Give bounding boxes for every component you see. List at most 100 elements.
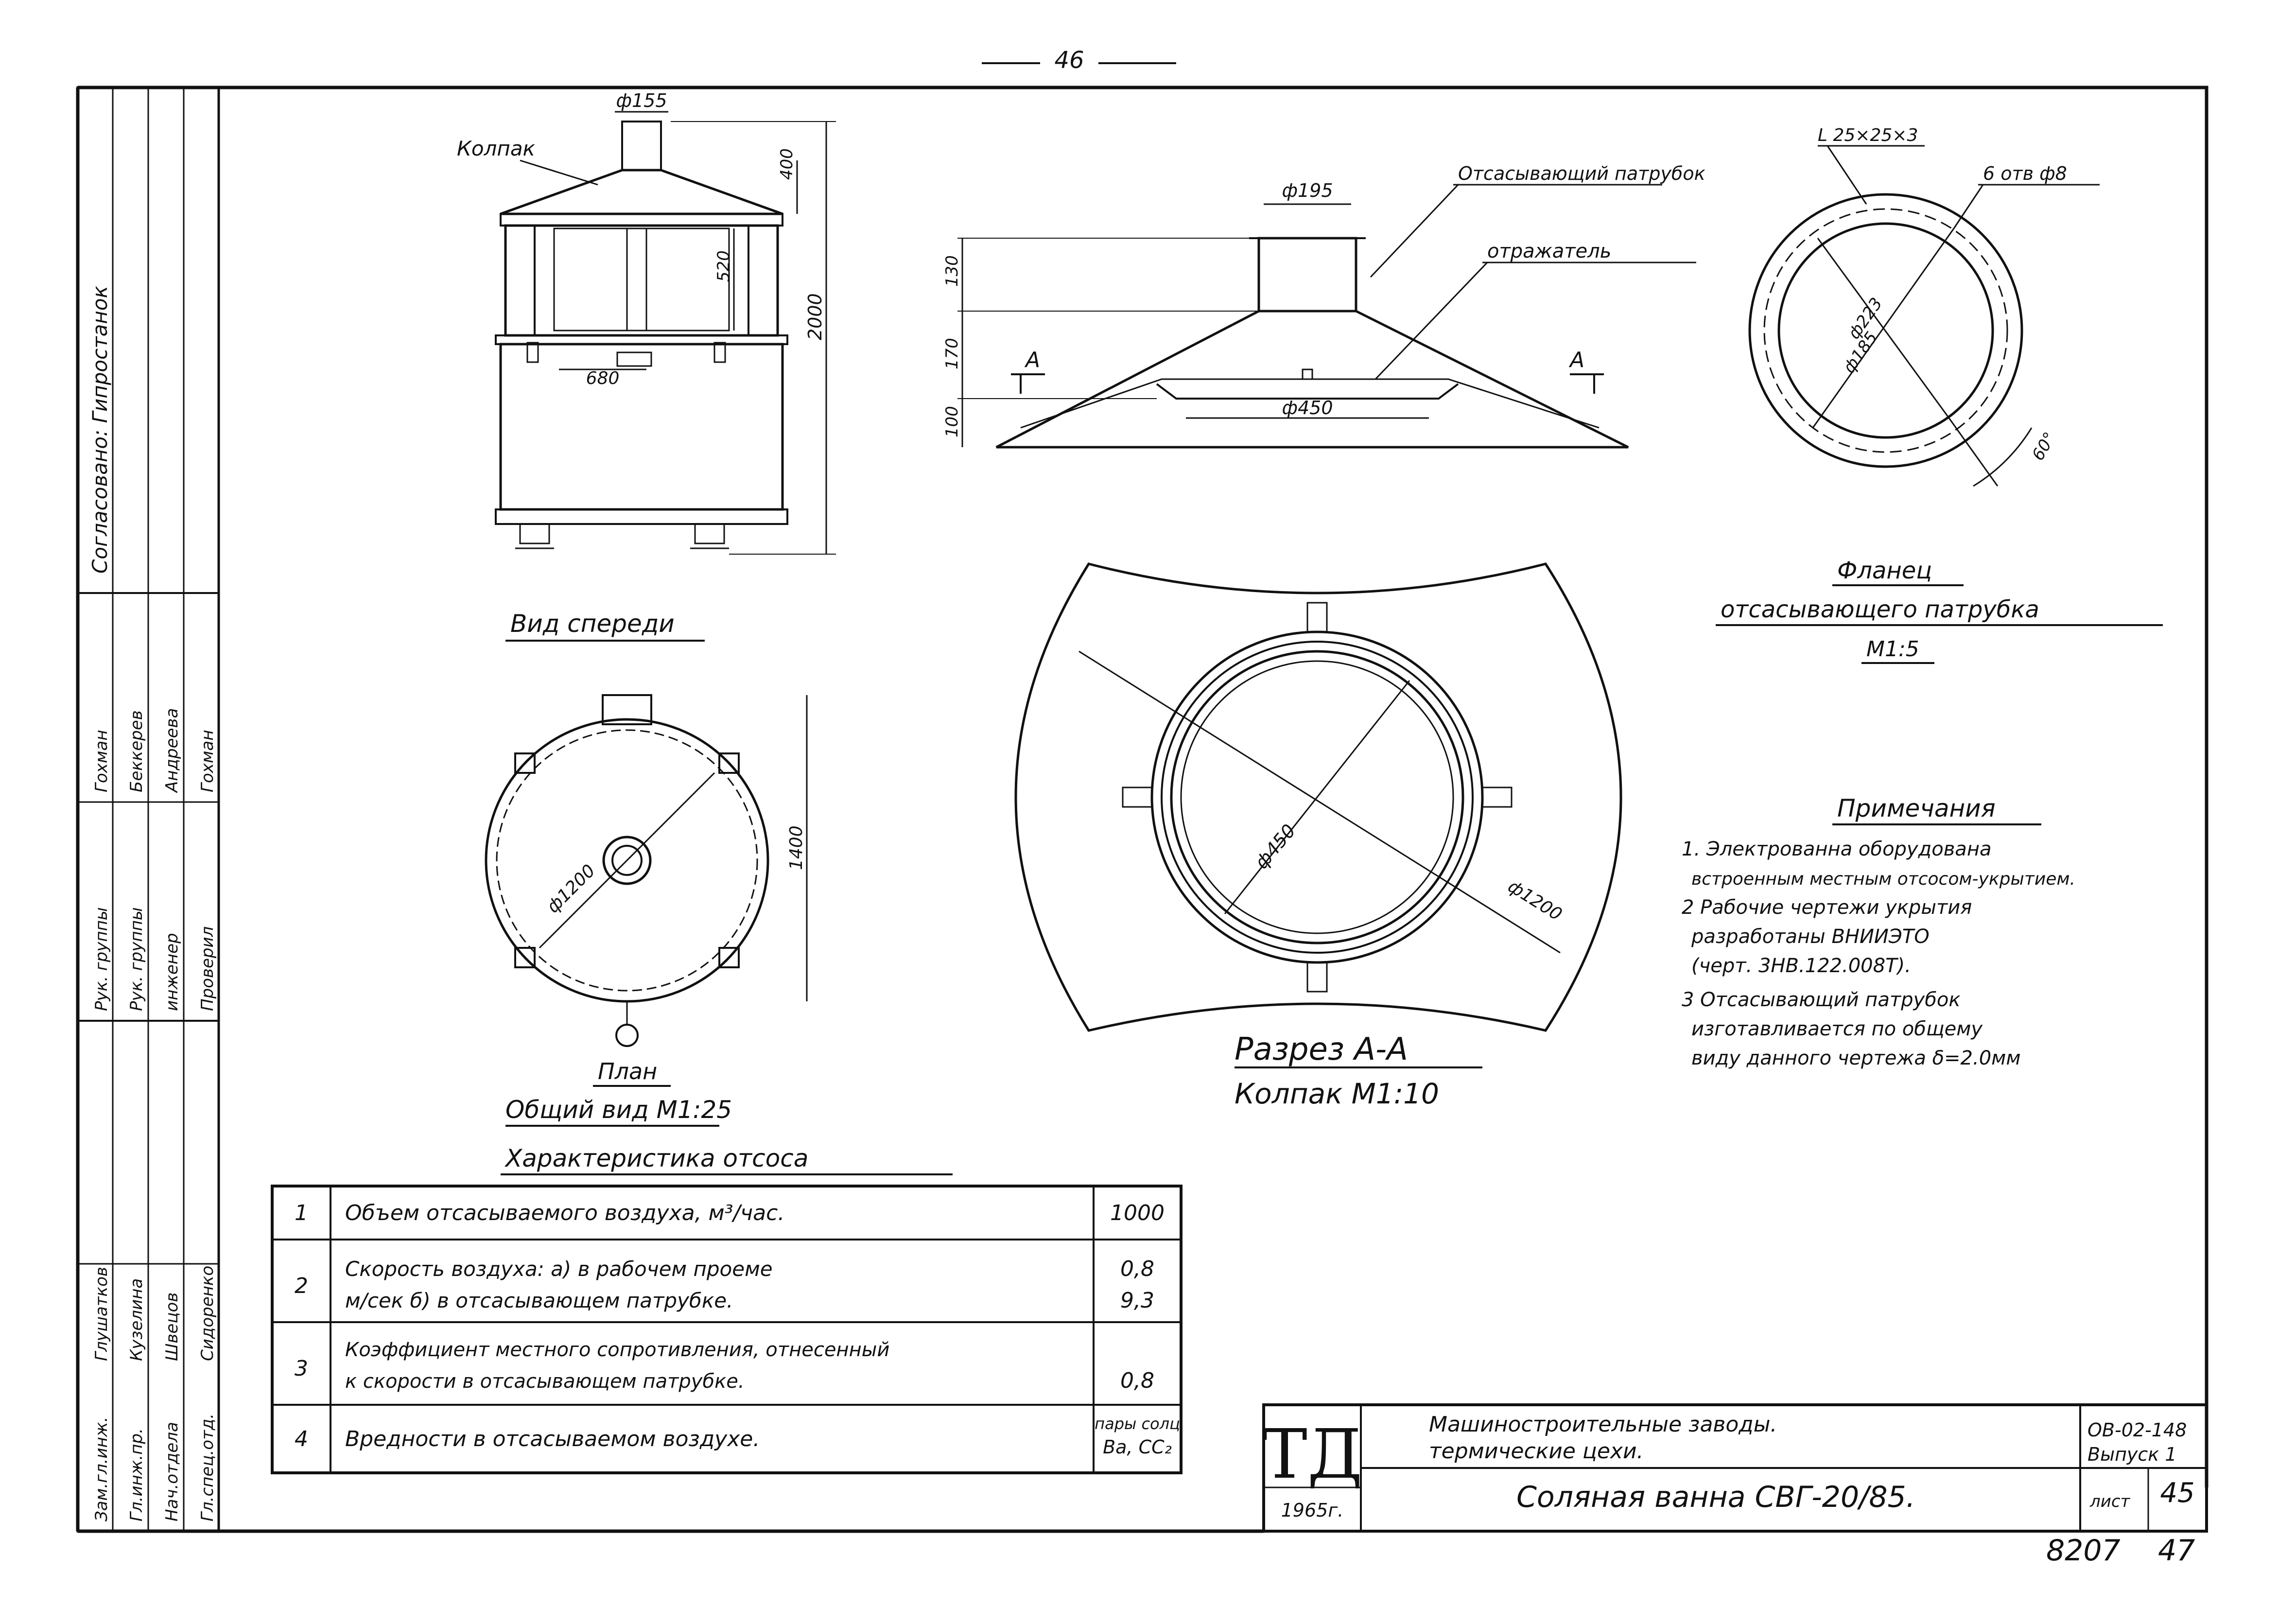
exhaust-table-row-text: Вредности в отсасываемом воздухе. <box>345 1427 760 1451</box>
plan-view-nozzle <box>602 836 652 885</box>
page-number: 46 <box>1054 47 1084 74</box>
section-view-bracket <box>1122 786 1153 808</box>
exhaust-table-row-text: Коэффициент местного сопротивления, отне… <box>345 1339 889 1361</box>
front-view-handle <box>526 342 539 363</box>
side-stamp-col2-b: Кузелина <box>127 1278 146 1361</box>
flange-view-dim-60deg: 60° <box>2028 429 2060 464</box>
cap-view-dim-phi450: ф450 <box>1282 397 1333 419</box>
exhaust-table-row-num: 1 <box>295 1201 308 1225</box>
title-block-sheet-number: 45 <box>2160 1477 2194 1509</box>
side-stamp-r8: Гохман <box>198 730 217 792</box>
exhaust-table-row-value: 9,3 <box>1120 1288 1154 1313</box>
exhaust-table-row-text: к скорости в отсасывающем патрубке. <box>345 1370 745 1393</box>
exhaust-table-row-text: Объем отсасываемого воздуха, м³/час. <box>345 1201 784 1225</box>
exhaust-table-title: Характеристика отсоса <box>504 1144 808 1172</box>
section-view-caption: Разрез А-А <box>1235 1031 1408 1067</box>
section-view-subcaption: Колпак М1:10 <box>1235 1077 1439 1110</box>
flange-view-angle-arc <box>1973 427 2033 487</box>
cap-view-hood <box>995 310 1629 449</box>
side-stamp-r3: Рук. группы <box>127 907 146 1011</box>
front-view-cap-rim <box>500 213 783 227</box>
flange-view-title: Фланец <box>1837 557 1932 584</box>
exhaust-table-row-text: м/сек б) в отсасывающем патрубке. <box>345 1289 733 1312</box>
notes-line: виду данного чертежа δ=2.0мм <box>1691 1047 2021 1069</box>
plan-view-dim-phi1200: ф1200 <box>543 861 599 917</box>
side-stamp-r1: Рук. группы <box>92 907 111 1011</box>
side-stamp-col4-b: Сидоренко <box>198 1266 217 1361</box>
plan-view-drain <box>615 1024 639 1047</box>
cap-view-hanger <box>1302 368 1313 380</box>
section-view-dim-line <box>1078 650 1561 954</box>
sheet-mark-sheet: 47 <box>2158 1534 2195 1568</box>
exhaust-table-row-value: 1000 <box>1110 1201 1165 1225</box>
section-view-bracket <box>1306 961 1328 993</box>
title-block-line1: Машиностроительные заводы. <box>1429 1412 1777 1437</box>
title-block-logo: ТД <box>1262 1415 1362 1494</box>
frame-top-right <box>78 86 2209 1487</box>
notes-line: встроенным местным отсосом-укрытием. <box>1691 869 2075 889</box>
side-stamp-r6: Андреева <box>162 708 182 793</box>
front-view-base <box>495 508 788 525</box>
title-block-sheet-label: лист <box>2089 1492 2131 1511</box>
plan-view-nozzle-inner <box>611 845 643 876</box>
front-view-dim-520: 520 <box>714 250 733 282</box>
section-view-ring <box>1161 641 1474 954</box>
flange-view-angle-label: L 25×25×3 <box>1818 125 1918 145</box>
side-stamp-col1-b: Глушатков <box>92 1267 111 1361</box>
front-view-foot <box>694 523 725 544</box>
front-view: ф155 Колпак 400 520 680 2000 Вид спереди <box>457 90 836 642</box>
section-view-inner-ring <box>1170 650 1464 944</box>
side-stamp-col4-a: Гл.спец.отд. <box>198 1414 217 1521</box>
notes-line: разработаны ВНИИЭТО <box>1691 926 1930 948</box>
flange-view-leader <box>1953 184 1984 229</box>
front-view-cap <box>500 169 783 215</box>
front-view-cap-label: Колпак <box>457 137 536 160</box>
section-view: ф450 ф1200 Разрез А-А Колпак М1:10 <box>1014 562 1622 1110</box>
front-view-caption: Вид спереди <box>510 610 675 638</box>
side-stamp-col3-a: Нач.отдела <box>162 1422 182 1521</box>
front-view-upper-body <box>504 224 779 337</box>
title-block-year: 1965г. <box>1281 1500 1344 1521</box>
flange-view-leader <box>1826 145 1867 205</box>
front-view-dim-2000: 2000 <box>804 293 826 340</box>
exhaust-table-row-num: 4 <box>295 1427 308 1451</box>
section-view-bracket <box>1306 602 1328 633</box>
cap-view-label-nozzle: Отсасывающий патрубок <box>1458 163 1705 184</box>
notes-line: изготавливается по общему <box>1691 1018 1983 1040</box>
exhaust-table: Характеристика отсоса 1 Объем отсасываем… <box>271 1144 1183 1474</box>
flange-view-subtitle: отсасывающего патрубка <box>1721 596 2039 623</box>
front-view-dim-phi155: ф155 <box>616 90 667 111</box>
cap-view-section-mark-left: А <box>1024 348 1040 372</box>
plan-view-dim-1400: 1400 <box>786 825 806 870</box>
flange-view: ф223 ф185 60° L 25×25×3 6 отв ф8 Фланец … <box>1716 125 2163 664</box>
cap-view-nozzle <box>1257 237 1357 313</box>
flange-view-scale: М1:5 <box>1866 637 1919 662</box>
front-view-nozzle <box>621 121 662 171</box>
plan-view-lug <box>602 694 652 725</box>
notes-line: 2 Рабочие чертежи укрытия <box>1682 896 1972 919</box>
plan-view-dim-line <box>539 772 715 949</box>
flange-view-holes-label: 6 отв ф8 <box>1983 163 2067 184</box>
plan-view-general-caption: Общий вид М1:25 <box>505 1096 732 1124</box>
cap-view-leader <box>1370 184 1459 278</box>
title-block-code: ОВ-02-148 <box>2087 1419 2187 1441</box>
side-stamp: Согласовано: Гипростанок Зам.гл.инж. Глу… <box>76 86 220 1533</box>
title-block-name: Соляная ванна СВГ-20/85. <box>1516 1480 1915 1514</box>
side-stamp-r4: Беккерев <box>127 710 146 792</box>
cap-view: ф450 ф195 130 170 100 А А Отсасывающий п… <box>942 163 1705 449</box>
section-view-bracket <box>1481 786 1513 808</box>
plan-view-corner <box>514 947 536 968</box>
notes: Примечания 1. Электрованна оборудована в… <box>1682 794 2075 1069</box>
front-view-dim-400: 400 <box>777 148 797 180</box>
cap-view-dim-100: 100 <box>942 406 962 437</box>
flange-view-bolt-circle <box>1763 208 2008 453</box>
flange-view-dim-line <box>1812 228 1955 428</box>
exhaust-table-row-value: 0,8 <box>1120 1368 1154 1393</box>
notes-line: (черт. 3НВ.122.008Т). <box>1691 955 1911 977</box>
cap-view-dim-130: 130 <box>942 255 962 287</box>
cap-view-dim-170: 170 <box>942 338 962 369</box>
side-stamp-col2-a: Гл.инж.пр. <box>127 1428 146 1521</box>
cap-view-section-mark-right: А <box>1568 348 1584 372</box>
exhaust-table-row-value: пары солц <box>1095 1415 1180 1433</box>
flange-view-inner <box>1777 222 1994 439</box>
